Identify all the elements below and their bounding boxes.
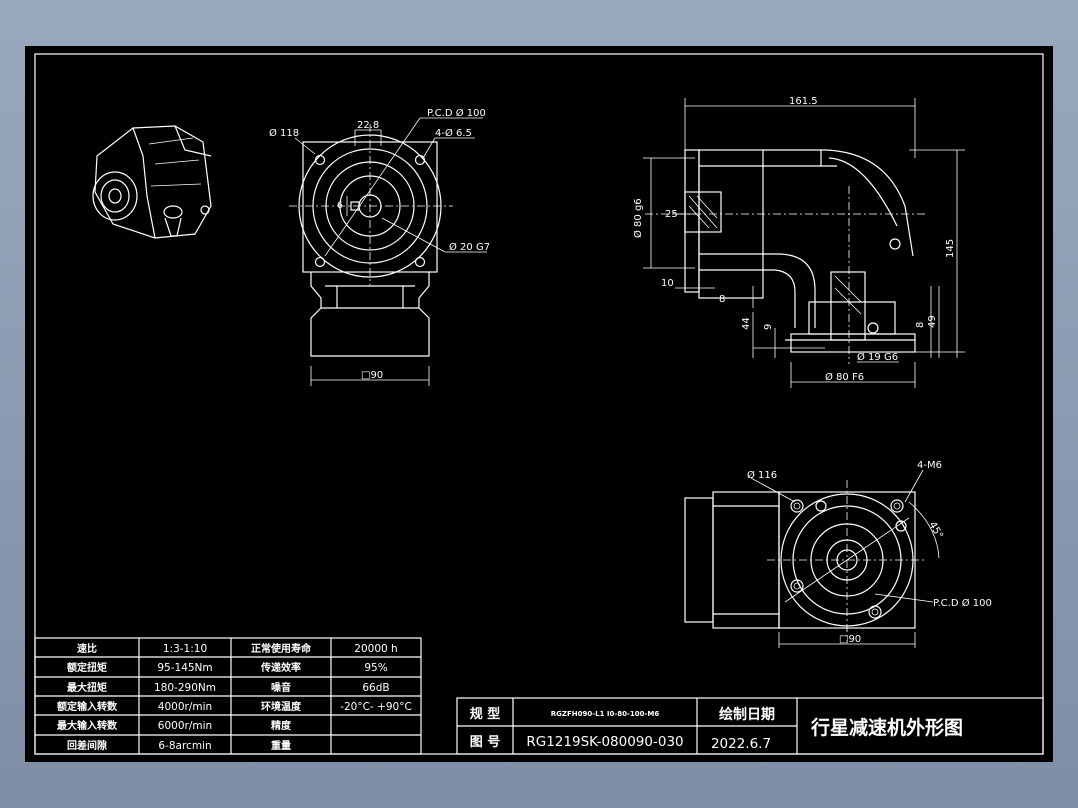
spec-cell: 6000r/min	[158, 720, 212, 732]
spec-table	[34, 637, 422, 755]
spec-cell: 180-290Nm	[154, 682, 216, 694]
dim-side-19g6: Ø 19 G6	[857, 351, 898, 363]
spec-cell: 回差间隙	[67, 739, 107, 752]
spec-cell: 95-145Nm	[157, 662, 212, 674]
dim-top-bore: Ø 20 G7	[449, 241, 490, 253]
drawing-canvas: Ø 118 22.8 P.C.D Ø 100 4-Ø 6.5 6 Ø 20 G7…	[25, 46, 1053, 762]
spec-cell: 最大输入转数	[57, 719, 118, 732]
drawing-text: Ø 118 22.8 P.C.D Ø 100 4-Ø 6.5 6 Ø 20 G7…	[57, 96, 992, 752]
spec-cell: 传递效率	[260, 661, 301, 674]
title-model-label: 规 型	[470, 706, 501, 722]
dim-side-9: 9	[763, 324, 774, 330]
dim-side-d80g6: Ø 80 g6	[632, 198, 644, 238]
front-view	[289, 117, 487, 386]
dim-side-44: 44	[741, 317, 752, 330]
title-drawing-no-label: 图 号	[470, 735, 501, 750]
spec-cell: 噪音	[271, 681, 291, 694]
dim-top-holes: 4-Ø 6.5	[435, 127, 472, 139]
spec-cell: 4000r/min	[158, 701, 212, 713]
spec-cell: 额定输入转数	[57, 700, 118, 713]
dim-side-49: 49	[927, 315, 938, 328]
dim-bot-45: 45°	[926, 520, 944, 541]
spec-cell: 66dB	[362, 682, 389, 694]
dim-side-161-5: 161.5	[789, 96, 818, 107]
spec-cell: 20000 h	[354, 643, 397, 655]
dim-side-25: 25	[665, 209, 678, 220]
spec-cell: 环境温度	[261, 700, 302, 713]
dim-top-6: 6	[337, 201, 343, 211]
title-drawing-no-value: RG1219SK-080090-030	[526, 734, 683, 750]
spec-cell: -20°C- +90°C	[340, 701, 412, 713]
title-block	[456, 697, 1044, 755]
dim-bot-d116: Ø 116	[747, 469, 777, 481]
title-date-value: 2022.6.7	[711, 736, 771, 752]
spec-cell: 重量	[271, 739, 291, 752]
dim-top-d118: Ø 118	[269, 127, 299, 139]
dim-bot-m6: 4-M6	[917, 460, 942, 471]
spec-cell: 95%	[364, 662, 387, 674]
dim-side-10: 10	[661, 278, 674, 289]
spec-cell: 正常使用寿命	[251, 642, 312, 655]
drawing-title: 行星减速机外形图	[810, 716, 963, 739]
dim-side-145: 145	[945, 239, 956, 258]
title-date-label: 绘制日期	[719, 706, 775, 723]
spec-cell: 精度	[271, 719, 292, 732]
bottom-view	[684, 469, 940, 648]
drawing-svg: Ø 118 22.8 P.C.D Ø 100 4-Ø 6.5 6 Ø 20 G7…	[34, 53, 1044, 755]
dim-top-22-8: 22.8	[357, 120, 379, 131]
side-view	[643, 98, 965, 388]
spec-cell: 1:3-1:10	[163, 643, 207, 655]
dim-side-80f6: Ø 80 F6	[825, 371, 864, 383]
spec-cell: 6-8arcmin	[158, 740, 211, 752]
title-model-value: RGZFH090-L1 I0-80-100-M6	[551, 710, 660, 718]
dim-top-pcd: P.C.D Ø 100	[427, 107, 486, 119]
dim-bot-pcd: P.C.D Ø 100	[933, 597, 992, 609]
dim-side-8a: 8	[719, 294, 725, 305]
spec-cell: 最大扭矩	[67, 681, 107, 694]
spec-cell: 额定扭矩	[67, 661, 107, 674]
dim-top-sq90: □90	[361, 370, 383, 381]
dim-bot-sq90: □90	[839, 634, 861, 645]
iso-view	[92, 125, 212, 239]
spec-cell: 速比	[77, 642, 97, 655]
dim-side-8b: 8	[915, 322, 926, 328]
